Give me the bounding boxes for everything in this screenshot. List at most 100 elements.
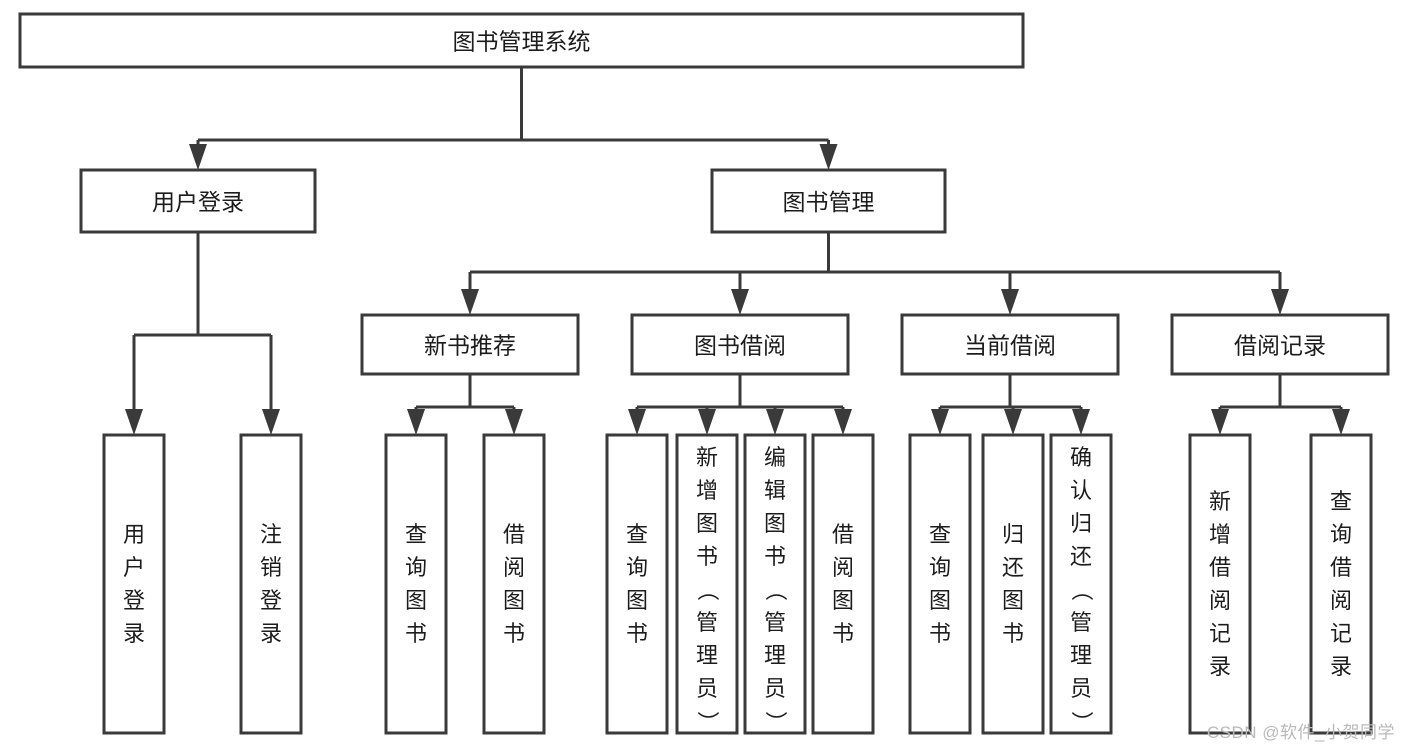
mgmt-arrow-0 (461, 289, 479, 315)
node-l2-用户登录[interactable]: 用户登录 (79, 168, 317, 234)
svg-text:）: ） (763, 711, 788, 733)
svg-text:（: （ (1069, 579, 1094, 601)
svg-text:员: 员 (696, 676, 718, 701)
node-box (102, 433, 166, 735)
svg-text:员: 员 (764, 676, 786, 701)
l3-3-arrow-0 (1211, 409, 1229, 435)
svg-text:理: 理 (764, 643, 786, 668)
svg-text:图: 图 (696, 511, 718, 536)
svg-text:借: 借 (832, 522, 854, 547)
svg-text:借: 借 (503, 522, 525, 547)
svg-text:录: 录 (1330, 654, 1352, 679)
svg-text:图: 图 (503, 588, 525, 613)
node-box (1049, 433, 1113, 735)
login-arrow-1 (262, 409, 280, 435)
node-label: 用户登录 (123, 522, 145, 646)
node-label: 用户登录 (152, 189, 244, 215)
node-box (482, 433, 546, 735)
svg-text:还: 还 (1002, 555, 1024, 580)
svg-text:归: 归 (1070, 511, 1092, 536)
svg-text:管: 管 (1070, 610, 1092, 635)
svg-text:图: 图 (832, 588, 854, 613)
node-label: 图书管理系统 (453, 29, 591, 55)
connector-layer (125, 67, 1350, 435)
svg-text:记: 记 (1209, 621, 1231, 646)
svg-text:借: 借 (1330, 555, 1352, 580)
svg-text:书: 书 (405, 621, 427, 646)
l3-0-arrow-0 (407, 409, 425, 435)
svg-text:增: 增 (1209, 522, 1231, 547)
node-box (1188, 433, 1252, 735)
svg-text:认: 认 (1070, 478, 1092, 503)
node-l3-借阅记录[interactable]: 借阅记录 (1170, 313, 1390, 376)
l3-1-arrow-0 (628, 409, 646, 435)
svg-text:录: 录 (1209, 654, 1231, 679)
node-root-图书管理系统[interactable]: 图书管理系统 (18, 12, 1025, 69)
node-box (743, 433, 807, 735)
svg-text:阅: 阅 (1209, 588, 1231, 613)
node-box (18, 12, 1025, 69)
svg-text:图: 图 (764, 511, 786, 536)
l3-2-arrow-0 (931, 409, 949, 435)
svg-text:）: ） (1069, 711, 1094, 733)
svg-text:询: 询 (929, 555, 951, 580)
node-box (1170, 313, 1390, 376)
svg-text:管: 管 (696, 610, 718, 635)
svg-text:查: 查 (405, 522, 427, 547)
node-l3-图书借阅[interactable]: 图书借阅 (630, 313, 850, 376)
svg-text:理: 理 (696, 643, 718, 668)
svg-text:户: 户 (123, 555, 145, 580)
node-l2-图书管理[interactable]: 图书管理 (710, 168, 947, 234)
svg-text:用: 用 (123, 522, 145, 547)
mgmt-arrow-1 (731, 289, 749, 315)
svg-text:辑: 辑 (764, 478, 786, 503)
svg-text:注: 注 (260, 522, 282, 547)
svg-text:询: 询 (1330, 522, 1352, 547)
svg-text:图: 图 (929, 588, 951, 613)
leaf-node-用户登录[interactable]: 用户登录 (102, 433, 166, 735)
svg-text:询: 询 (626, 555, 648, 580)
l3-1-arrow-3 (834, 409, 852, 435)
svg-text:询: 询 (405, 555, 427, 580)
l3-2-arrow-1 (1004, 409, 1022, 435)
node-l3-当前借阅[interactable]: 当前借阅 (900, 313, 1120, 376)
svg-text:书: 书 (929, 621, 951, 646)
svg-text:销: 销 (260, 555, 282, 580)
svg-text:阅: 阅 (832, 555, 854, 580)
svg-text:（: （ (763, 579, 788, 601)
node-label: 新书推荐 (424, 333, 516, 359)
svg-text:查: 查 (929, 522, 951, 547)
node-label: 图书借阅 (694, 333, 786, 359)
svg-text:书: 书 (764, 544, 786, 569)
mgmt-arrow-3 (1271, 289, 1289, 315)
svg-text:理: 理 (1070, 643, 1092, 668)
svg-text:新: 新 (696, 445, 718, 470)
svg-text:查: 查 (1330, 489, 1352, 514)
mgmt-arrow-2 (1001, 289, 1019, 315)
node-l3-新书推荐[interactable]: 新书推荐 (360, 313, 580, 376)
node-box (605, 433, 669, 735)
svg-text:录: 录 (123, 621, 145, 646)
l3-0-arrow-1 (505, 409, 523, 435)
